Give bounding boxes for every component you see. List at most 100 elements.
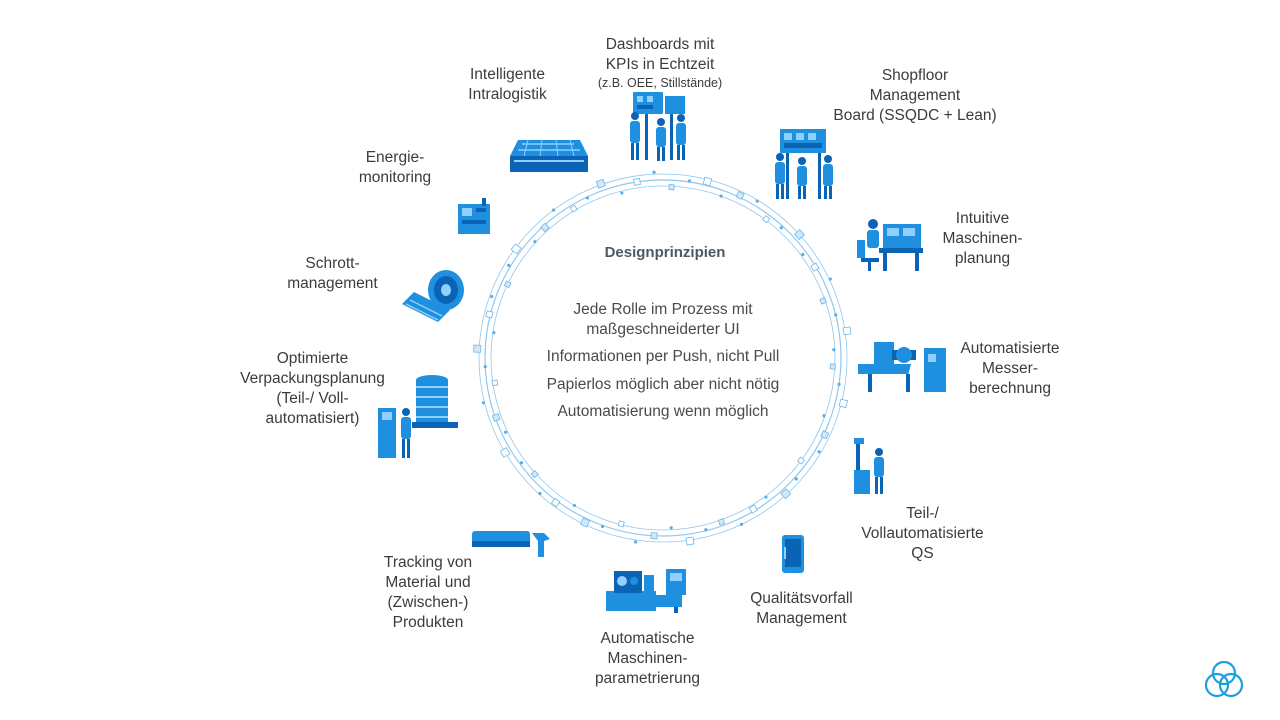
ring-square <box>797 456 806 465</box>
ring-dot <box>779 226 783 230</box>
label-intralogistik: Intelligente Intralogistik <box>468 66 547 103</box>
scanner-icon <box>472 531 550 557</box>
ring-dot <box>504 430 508 434</box>
ring-dot <box>572 503 577 508</box>
ring-dot <box>755 199 759 203</box>
ring-dot <box>801 252 805 257</box>
ring-square <box>569 204 578 213</box>
ring-square <box>780 488 792 500</box>
ring-dot <box>764 495 768 499</box>
ring-dot <box>600 524 605 529</box>
shopfloor-board-icon <box>775 129 833 199</box>
ring-square <box>579 517 591 528</box>
ring-dot <box>652 170 656 174</box>
ring-dot <box>822 414 826 418</box>
ring-square <box>842 326 852 336</box>
ring-dot <box>832 348 836 352</box>
ring-circle <box>484 179 842 537</box>
ring-square <box>838 398 849 409</box>
ring-square <box>499 447 511 458</box>
ring-circle <box>490 185 836 531</box>
ring-square <box>530 469 539 479</box>
ring-square <box>829 363 836 370</box>
principle-1: Jede Rolle im Prozess mit maßgeschneider… <box>573 301 753 338</box>
ring-square <box>491 413 501 422</box>
ring-square <box>650 532 658 540</box>
principle-4: Automatisierung wenn möglich <box>557 403 769 420</box>
ring-dot <box>519 461 524 465</box>
ring-square <box>748 504 759 514</box>
packaging-icon <box>378 375 458 458</box>
ring-dot <box>620 191 624 195</box>
ring-dot <box>817 450 821 454</box>
label-messerberechnung: Automatisierte Messer- berechnung <box>960 340 1060 397</box>
label-energie: Energie- monitoring <box>358 149 432 186</box>
ring-square <box>819 297 827 305</box>
ring-dot <box>533 240 537 244</box>
ring-square <box>685 536 695 546</box>
dashboard-people-icon <box>630 92 686 161</box>
coil-icon <box>402 270 464 322</box>
label-maschinenplanung: Intuitive Maschinen- planung <box>942 210 1023 267</box>
label-parametrierung: Automatische Maschinen- parametrierung <box>594 630 701 687</box>
ring-dot <box>507 263 511 267</box>
ring-square <box>550 497 561 508</box>
energy-meter-icon <box>458 198 490 234</box>
principle-3: Papierlos möglich aber nicht nötig <box>546 375 780 393</box>
ring-square <box>668 184 675 191</box>
ring-square <box>510 243 522 255</box>
ring-square <box>717 518 726 526</box>
ring-dot <box>538 491 542 496</box>
ring-dot <box>828 277 832 281</box>
label-tracking: Tracking von Material und (Zwischen-) Pr… <box>383 554 473 631</box>
ring-dot <box>490 294 494 299</box>
label-qualitaetsvorfall: Qualitätsvorfall Management <box>750 590 853 627</box>
label-schrott: Schrott- management <box>287 255 378 292</box>
tablet-icon <box>782 535 804 573</box>
ring-dot <box>719 194 723 198</box>
ring-square <box>702 176 713 187</box>
ring-dot <box>739 522 744 527</box>
ring-dot <box>704 528 708 532</box>
ring-dot <box>834 313 838 317</box>
ring-square <box>473 344 482 353</box>
ring-square <box>735 190 745 200</box>
workstation-icon <box>857 219 923 271</box>
ring-square <box>633 178 641 186</box>
ring-dot <box>669 526 673 530</box>
ring-square <box>540 222 550 233</box>
machine-control-icon <box>606 569 686 613</box>
ring-dot <box>687 179 692 183</box>
label-shopfloor: Shopfloor Management Board (SSQDC + Lean… <box>833 67 997 124</box>
ring-dot <box>483 364 487 369</box>
ring-circle <box>478 173 848 543</box>
inspection-icon <box>854 438 884 494</box>
ring-square <box>820 430 830 440</box>
ring-square <box>762 215 771 224</box>
ring-dot <box>551 208 556 212</box>
principles-list: Jede Rolle im Prozess mit maßgeschneider… <box>508 300 818 430</box>
ring-dot <box>492 331 496 335</box>
ring-square <box>491 379 499 387</box>
ring-square <box>617 520 625 528</box>
ring-dot <box>794 477 798 481</box>
ring-dot <box>837 382 841 386</box>
warehouse-icon <box>510 139 588 172</box>
ring-square <box>485 310 494 319</box>
label-verpackung: Optimierte Verpackungsplanung (Teil-/ Vo… <box>240 350 385 427</box>
ring-dot <box>633 540 638 544</box>
label-dashboards-sub: (z.B. OEE, Stillstände) <box>597 76 723 90</box>
label-qs: Teil-/ Vollautomatisierte QS <box>861 505 984 562</box>
ring-dot <box>481 401 486 405</box>
ring-square <box>595 178 606 189</box>
machine-icon <box>858 342 946 392</box>
principle-2: Informationen per Push, nicht Pull <box>546 348 780 365</box>
ring-square <box>503 280 512 289</box>
company-logo-icon <box>1204 660 1244 698</box>
center-title: Designprinzipien <box>604 244 726 261</box>
circle-ring <box>473 170 852 546</box>
ring-square <box>810 262 820 272</box>
ring-square <box>793 229 805 241</box>
label-dashboards: Dashboards mit KPIs in Echtzeit (z.B. OE… <box>570 15 750 111</box>
